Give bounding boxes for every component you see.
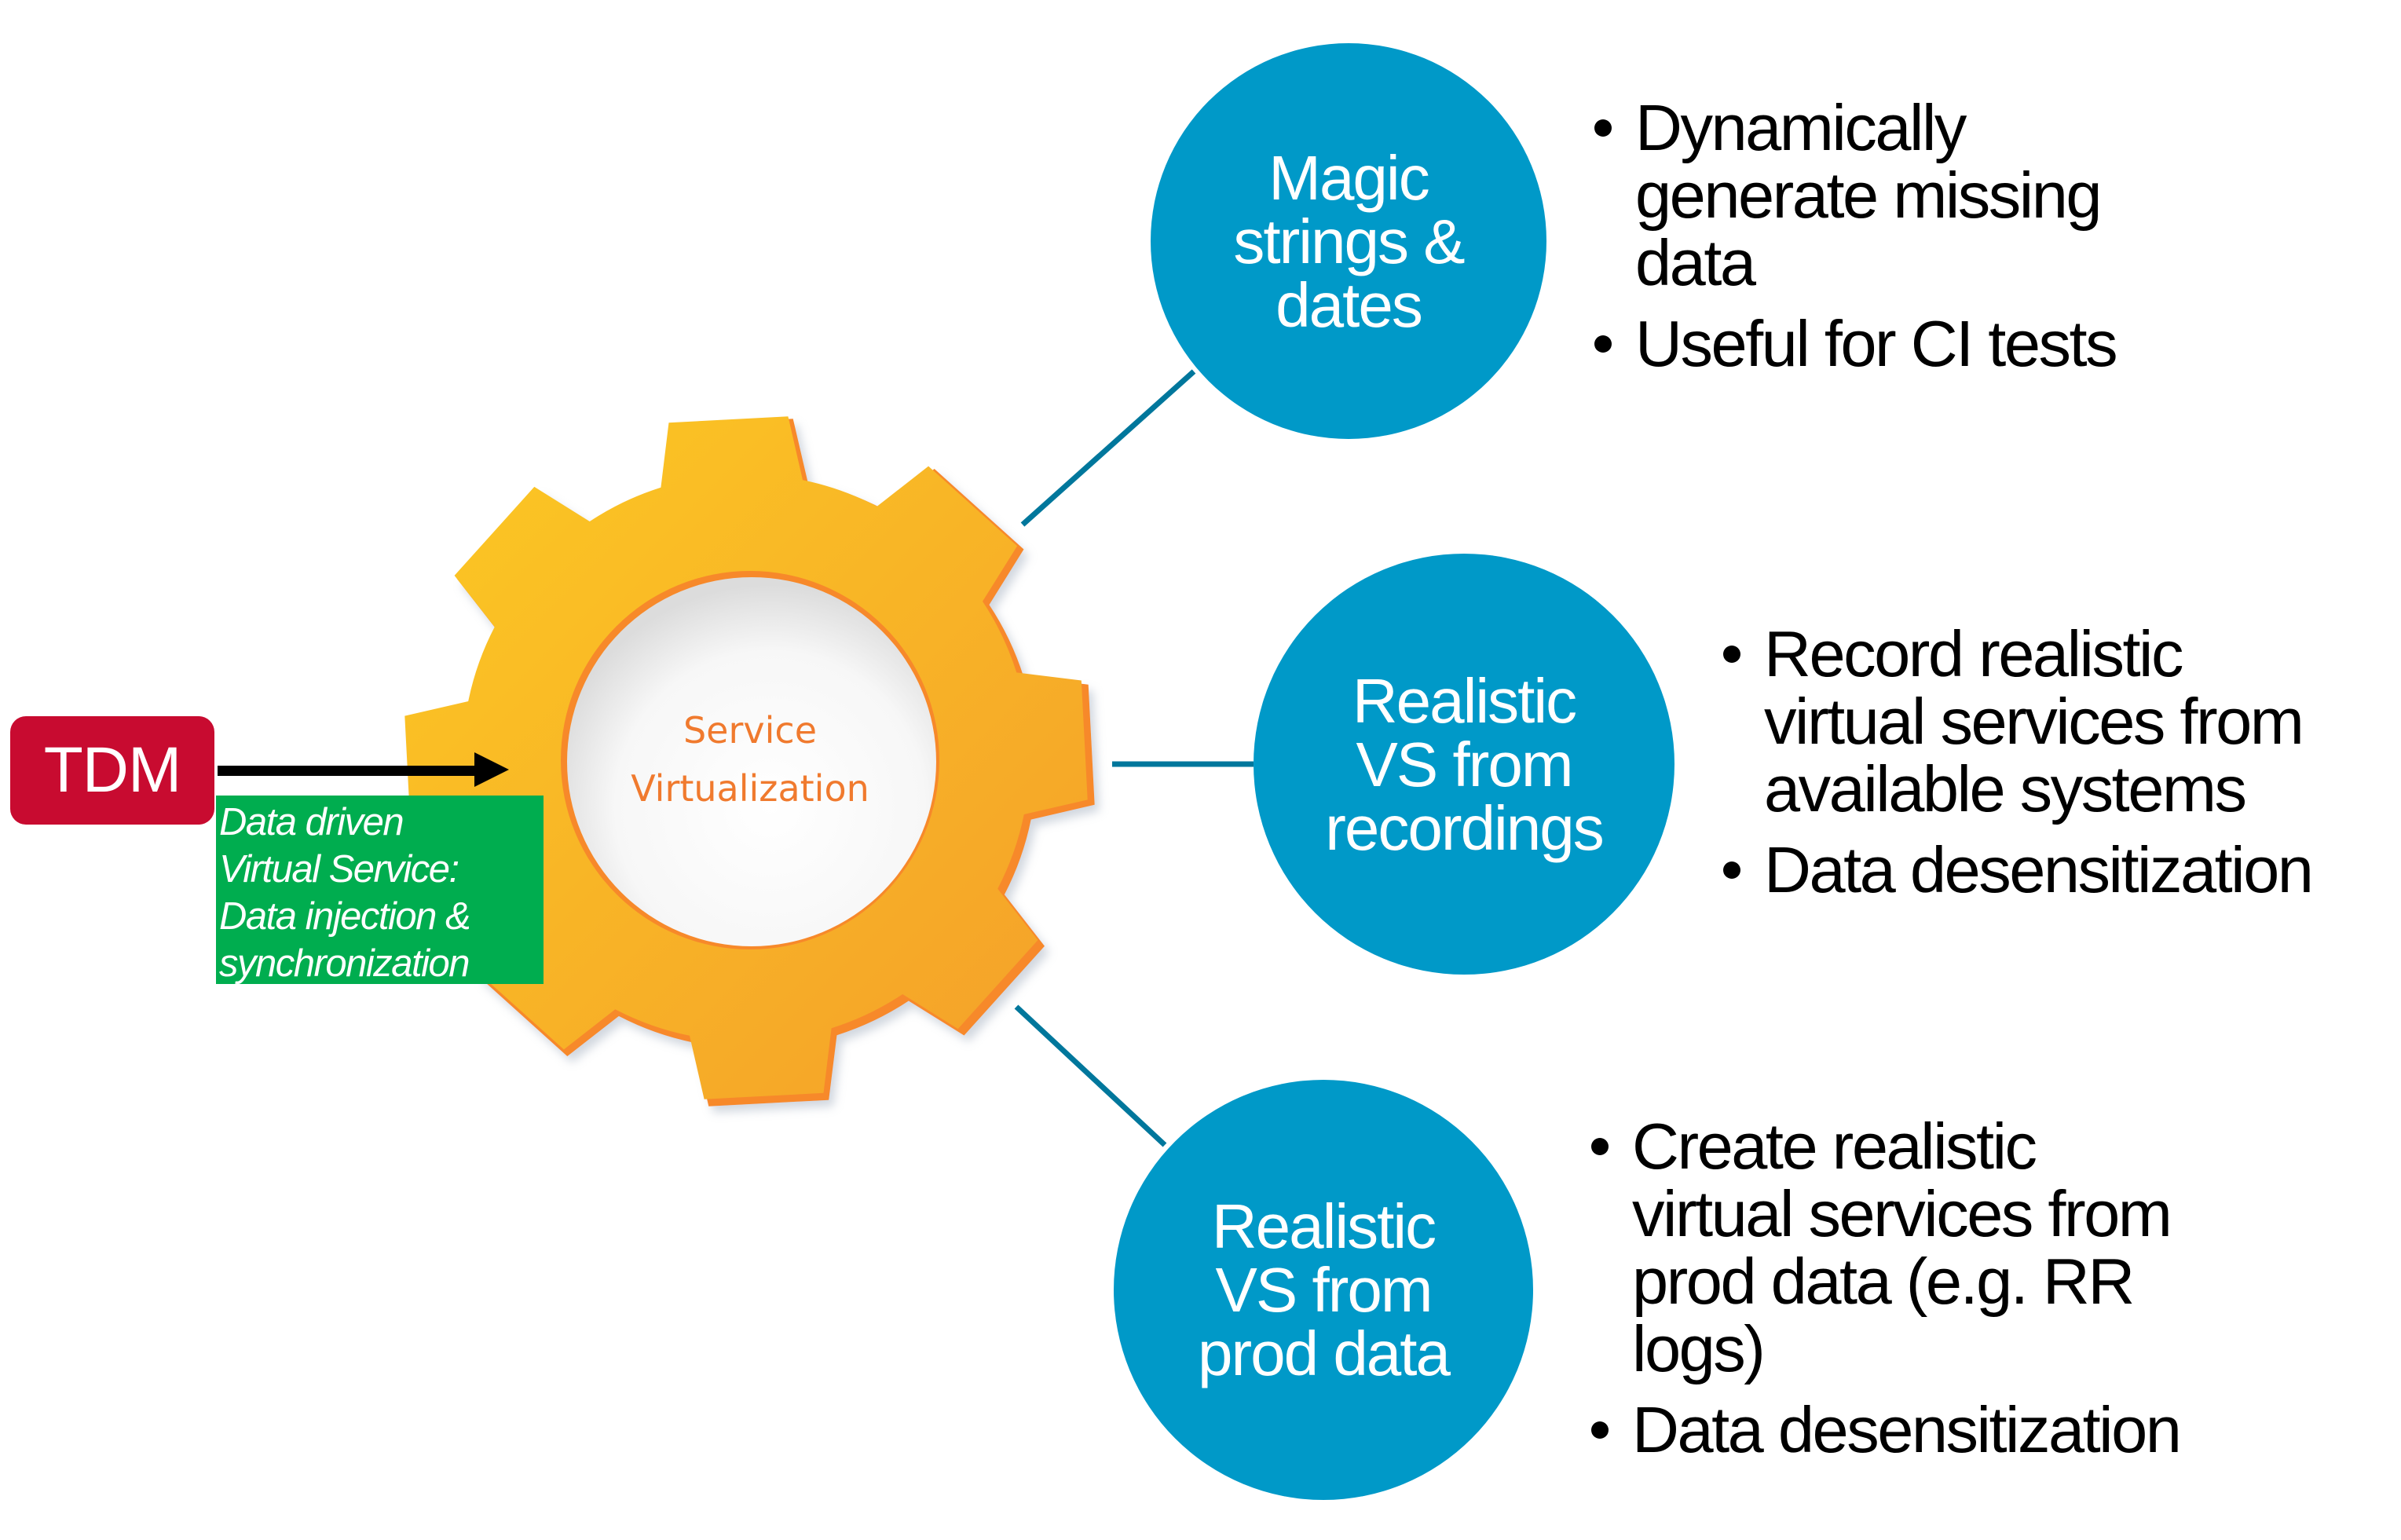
bullet-line: available systems xyxy=(1764,752,2247,825)
bullet-list-recordings: Record realistic virtual services from a… xyxy=(1723,620,2314,917)
gear-label-line-2: Virtualization xyxy=(631,767,869,810)
bullet-line: virtual services from xyxy=(1632,1177,2172,1250)
bubble-title-line: recordings xyxy=(1325,792,1605,863)
bubble-title-line: dates xyxy=(1276,269,1423,340)
gear-inner-circle xyxy=(567,577,936,946)
connector-top xyxy=(1020,369,1196,527)
bubble-title-line: prod data xyxy=(1197,1319,1451,1388)
note-line: Data injection & xyxy=(219,895,471,938)
bullet-line: logs) xyxy=(1632,1312,1766,1385)
bubble-title-line: Realistic xyxy=(1211,1191,1437,1261)
arrow-head-icon xyxy=(474,752,509,787)
bubble-title-line: VS from xyxy=(1215,1255,1433,1325)
bullet-icon xyxy=(1594,335,1612,353)
bullet-icon xyxy=(1723,861,1740,879)
bubble-magic-strings[interactable]: Magic strings & dates xyxy=(1151,43,1546,439)
bubble-prod-data[interactable]: Realistic VS from prod data xyxy=(1114,1080,1533,1500)
bullet-line: Data desensitization xyxy=(1764,833,2314,906)
bubble-title-line: Magic xyxy=(1268,142,1429,213)
bullet-line: virtual services from xyxy=(1764,685,2304,758)
bubble-recordings[interactable]: Realistic VS from recordings xyxy=(1254,554,1674,975)
bubble-title-line: strings & xyxy=(1233,206,1465,276)
bullet-icon xyxy=(1594,119,1612,137)
bullet-line: Dynamically xyxy=(1635,91,1967,164)
tdm-box[interactable]: TDM xyxy=(10,716,214,825)
note-line: Virtual Service: xyxy=(219,848,459,891)
bubble-title-line: Realistic xyxy=(1352,665,1577,736)
bullet-item: Dynamically generate missing data xyxy=(1594,94,2116,297)
bullet-item: Create realistic virtual services from p… xyxy=(1591,1113,2180,1383)
connector-bottom xyxy=(1014,1004,1167,1147)
bullet-list-prod-data: Create realistic virtual services from p… xyxy=(1591,1113,2182,1477)
bullet-line: data xyxy=(1635,226,1756,299)
bullet-icon xyxy=(1723,646,1740,663)
bullet-list-magic-strings: Dynamically generate missing data Useful… xyxy=(1594,94,2118,391)
bullet-line: Create realistic xyxy=(1632,1110,2037,1183)
bullet-item: Record realistic virtual services from a… xyxy=(1723,620,2311,823)
bullet-line: Data desensitization xyxy=(1632,1393,2182,1466)
bubble-title-line: VS from xyxy=(1356,729,1574,799)
bullet-line: prod data (e.g. RR xyxy=(1632,1245,2135,1318)
bullet-item: Useful for CI tests xyxy=(1594,307,2118,380)
bullet-item: Data desensitization xyxy=(1723,833,2314,906)
gear-label-line-1: Service xyxy=(683,709,817,752)
data-driven-note: Data driven Virtual Service: Data inject… xyxy=(216,796,544,985)
arrow-right-icon xyxy=(218,766,477,776)
note-line: synchronization xyxy=(219,942,470,985)
bullet-icon xyxy=(1591,1421,1609,1439)
bullet-line: generate missing xyxy=(1635,159,2103,232)
bullet-line: Record realistic xyxy=(1764,617,2183,690)
bullet-icon xyxy=(1591,1138,1609,1155)
note-line: Data driven xyxy=(219,801,404,843)
bullet-line: Useful for CI tests xyxy=(1635,307,2118,380)
bullet-item: Data desensitization xyxy=(1591,1393,2182,1466)
